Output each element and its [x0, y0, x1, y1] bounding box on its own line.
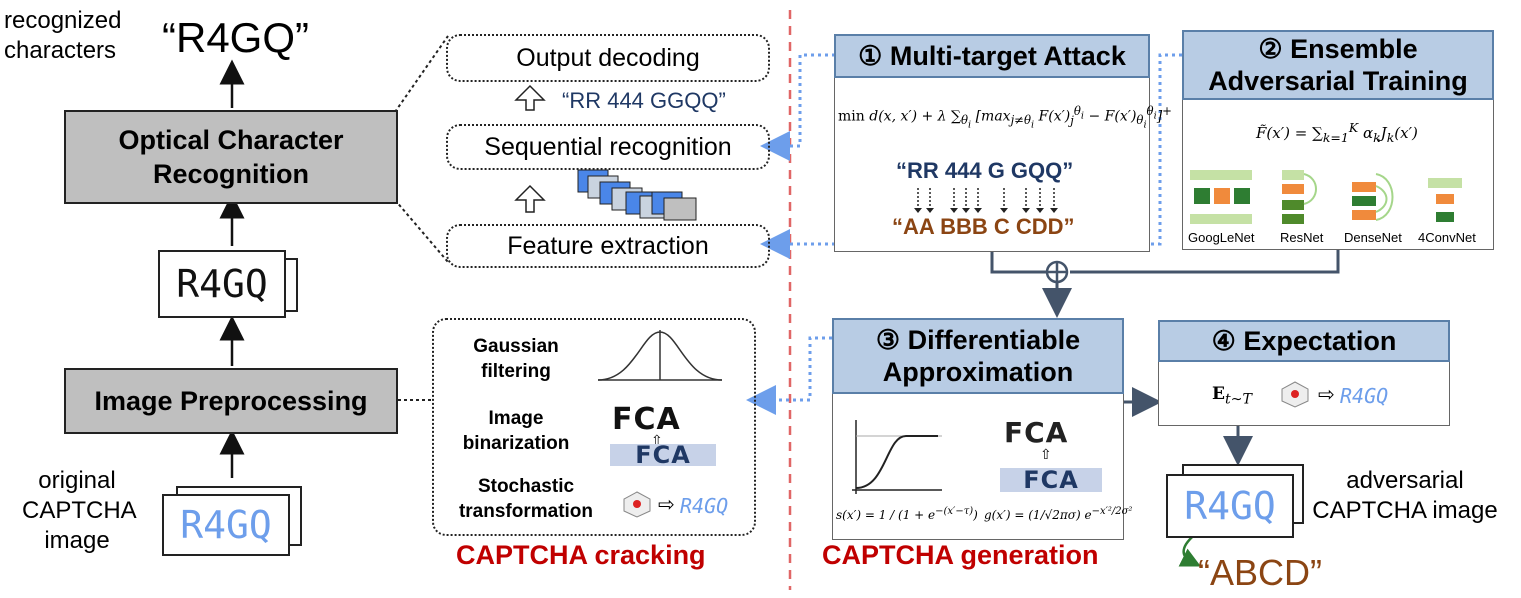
output-decoding-box: Output decoding: [446, 34, 770, 82]
attack-arrows: [914, 188, 1058, 213]
combine-right: [1070, 248, 1340, 274]
fca-binary: FCA: [612, 402, 681, 437]
feature-maps-icon: [577, 169, 697, 221]
googlenet-icon: [1190, 170, 1252, 224]
4convnet-icon: [1428, 178, 1462, 222]
attack-formula: min d(x, x′) + λ ∑θi [maxj≠θi F(x′)jθi −…: [838, 104, 1172, 131]
stochastic-r4gq: R4GQ: [680, 494, 729, 518]
seq-recognition-box: Sequential recognition: [446, 124, 770, 170]
hollow-arrow-2: [514, 184, 546, 213]
zoom-line-top: [394, 35, 449, 113]
preproc-label: Image Preprocessing: [94, 386, 368, 416]
expectation-arrow: ⇨: [1318, 384, 1335, 406]
resnet-icon: [1282, 170, 1317, 224]
combine-left: [990, 248, 1056, 274]
expectation-formula: Et∼T: [1212, 384, 1252, 408]
cracking-label: CAPTCHA cracking: [456, 540, 706, 570]
attack-source-seq: “RR 444 G GQQ”: [896, 158, 1074, 183]
orig-captcha: R4GQ: [162, 494, 290, 556]
attack-title-text: ① Multi-target Attack: [858, 41, 1126, 71]
approx-to-preproc: [746, 336, 832, 415]
fca-noisy: FCA: [610, 443, 716, 467]
approx-up-arrow: ⇧: [1040, 446, 1052, 462]
approx-title-text: ③ Differentiable Approximation: [875, 325, 1081, 387]
gaussian-label: Gaussian filtering: [473, 336, 559, 382]
approx-title: ③ Differentiable Approximation: [832, 318, 1124, 394]
gaussian-formula: g(x′) = (1/√2πσ) e−x′²/2σ²: [984, 506, 1133, 522]
recognized-text: “R4GQ”: [162, 14, 309, 61]
ensemble-title-text: ② Ensemble Adversarial Training: [1208, 34, 1468, 96]
net-label-googlenet: GoogLeNet: [1188, 230, 1255, 245]
output-decoding-label: Output decoding: [516, 43, 700, 72]
zoom-line-bottom: [394, 199, 449, 263]
approx-fca-clean: FCA: [1004, 416, 1069, 449]
expectation-r4gq: R4GQ: [1340, 384, 1389, 408]
attack-target-seq: “AA BBB C CDD”: [892, 214, 1075, 239]
approx-panel: [832, 392, 1124, 540]
preproc-detail-box: [432, 318, 756, 536]
adv-abcd-text: “ABCD”: [1198, 552, 1322, 593]
expectation-dice-icon: [1281, 381, 1309, 408]
adv-captcha-text: R4GQ: [1184, 484, 1276, 528]
adv-label: adversarial CAPTCHA image: [1312, 467, 1498, 524]
ensemble-net-icons: [1190, 170, 1462, 224]
expectation-title-text: ④ Expectation: [1211, 326, 1397, 356]
original-label: original CAPTCHA image: [22, 467, 137, 554]
ensemble-formula: F̃(x′) = ∑k=1K αkJk(x′): [1256, 120, 1418, 145]
net-label-resnet: ResNet: [1280, 230, 1324, 245]
net-label-densenet: DenseNet: [1344, 230, 1402, 245]
sigmoid-plot-icon: [852, 420, 942, 494]
seq-recognition-label: Sequential recognition: [484, 132, 732, 161]
feature-extraction-label: Feature extraction: [507, 231, 709, 260]
stochastic-label: Stochastic transformation: [458, 476, 594, 522]
densenet-icon: [1352, 173, 1394, 221]
hollow-arrow-1: [514, 84, 546, 111]
mid-captcha-text: R4GQ: [176, 262, 268, 306]
attack-title: ① Multi-target Attack: [834, 34, 1150, 78]
sequence-text: “RR 444 GGQQ”: [562, 88, 726, 113]
recognized-label: recognized characters: [4, 7, 122, 64]
mid-captcha: R4GQ: [158, 250, 286, 318]
attack-panel: [834, 74, 1150, 252]
net-label-4convnet: 4ConvNet: [1418, 230, 1476, 245]
expectation-title: ④ Expectation: [1158, 320, 1450, 362]
gaussian-curve-icon: [597, 330, 723, 381]
dice-icon: [623, 491, 651, 518]
adv-captcha: R4GQ: [1166, 474, 1294, 538]
generation-label: CAPTCHA generation: [822, 540, 1099, 570]
preproc-box: Image Preprocessing: [64, 368, 398, 434]
orig-captcha-text: R4GQ: [180, 503, 272, 547]
feature-extraction-box: Feature extraction: [446, 224, 770, 268]
ocr-label: Optical Character Recognition: [118, 125, 344, 189]
ensemble-to-attack: [1150, 53, 1182, 246]
stochastic-arrow: ⇨: [658, 494, 675, 516]
approx-fca-noisy: FCA: [1000, 468, 1102, 492]
ensemble-title: ② Ensemble Adversarial Training: [1182, 30, 1494, 100]
sigmoid-formula: s(x′) = 1 / (1 + e−(x′−τ)): [836, 506, 978, 522]
binarize-up-arrow: ⇧: [651, 432, 663, 448]
binarization-label: Image binarization: [462, 408, 570, 454]
ocr-box: Optical Character Recognition: [64, 110, 398, 204]
attack-to-seq-recog: [760, 53, 835, 161]
